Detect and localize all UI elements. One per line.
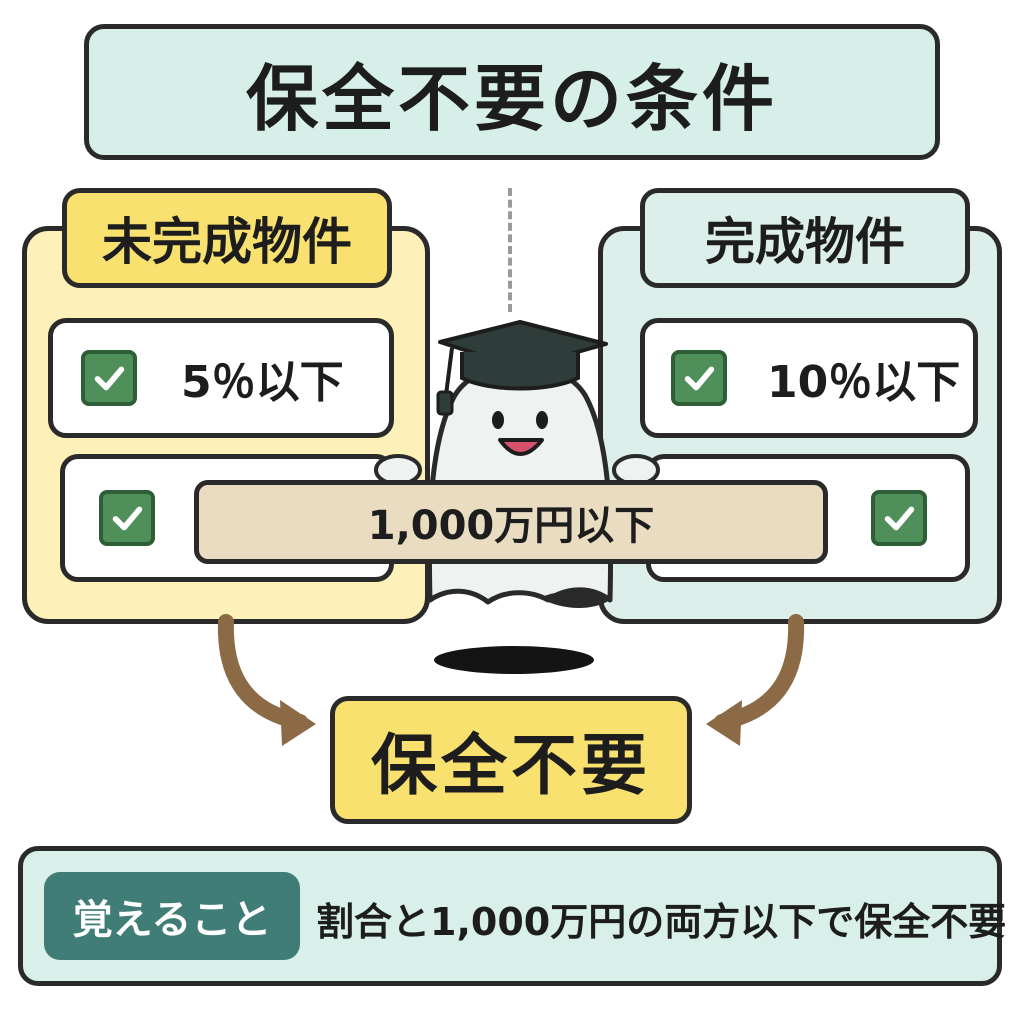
right-ratio-condition: 10％以下 — [767, 357, 961, 408]
checkmark-icon — [99, 490, 155, 546]
left-condition-row: 5％以下 — [48, 318, 394, 438]
left-arrow-icon — [217, 614, 308, 730]
title-box: 保全不要の条件 — [84, 24, 940, 160]
memo-text: 割合と1,000万円の両方以下で保全不要 — [316, 899, 1007, 944]
mascot-shadow — [434, 646, 594, 674]
result-box: 保全不要 — [330, 696, 692, 824]
left-panel-heading: 未完成物件 — [62, 188, 392, 288]
right-panel-heading: 完成物件 — [640, 188, 970, 288]
checkmark-icon — [671, 350, 727, 406]
shared-amount-banner: 1,000万円以下 — [194, 480, 828, 564]
right-arrow-icon — [714, 614, 805, 730]
right-condition-row: 10％以下 — [640, 318, 978, 438]
graduation-cap-icon — [436, 320, 608, 416]
checkmark-icon — [81, 350, 137, 406]
center-divider — [508, 188, 512, 312]
checkmark-icon — [871, 490, 927, 546]
memo-tag: 覚えること — [44, 872, 300, 960]
left-ratio-condition: 5％以下 — [181, 357, 344, 408]
page-title: 保全不要の条件 — [245, 56, 778, 141]
